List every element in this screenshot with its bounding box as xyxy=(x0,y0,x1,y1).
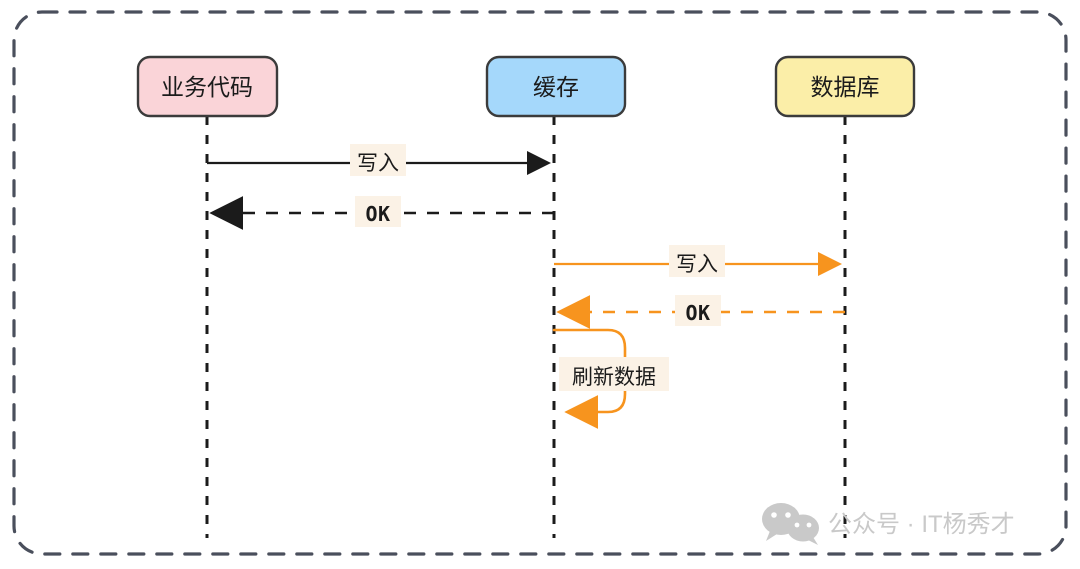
message-2-ok-to-app[interactable]: OK xyxy=(209,196,554,230)
message-1-label-bg xyxy=(350,144,406,176)
message-3-write-to-db[interactable]: 写入 xyxy=(554,245,843,277)
message-5-label-bg xyxy=(559,357,669,391)
message-3-label: 写入 xyxy=(676,253,718,276)
message-2-label: OK xyxy=(365,202,390,226)
message-1-label: 写入 xyxy=(357,152,399,175)
message-5-refresh-self-loop[interactable]: 刷新数据 xyxy=(552,328,669,429)
wechat-icon xyxy=(762,503,819,545)
participant-db[interactable]: 数据库 xyxy=(774,55,916,118)
participant-cache-label: 缓存 xyxy=(533,74,579,100)
participant-db-box xyxy=(774,55,916,118)
message-2-label-bg xyxy=(355,196,401,227)
participant-app-box xyxy=(136,55,279,118)
message-3-label-bg xyxy=(669,245,725,277)
message-1-write-to-cache[interactable]: 写入 xyxy=(207,144,552,176)
message-4-ok-to-cache[interactable]: OK xyxy=(556,295,845,329)
message-4-label-bg xyxy=(675,295,721,326)
participant-db-label: 数据库 xyxy=(811,74,880,100)
participant-cache-box xyxy=(485,55,627,118)
participant-cache[interactable]: 缓存 xyxy=(485,55,627,118)
message-4-label: OK xyxy=(685,301,710,325)
watermark-label: 公众号 · IT杨秀才 xyxy=(828,511,1015,538)
participant-app[interactable]: 业务代码 xyxy=(136,55,279,118)
watermark: 公众号 · IT杨秀才 xyxy=(762,503,1015,545)
message-5-label: 刷新数据 xyxy=(572,366,656,389)
participant-app-label: 业务代码 xyxy=(161,74,253,100)
